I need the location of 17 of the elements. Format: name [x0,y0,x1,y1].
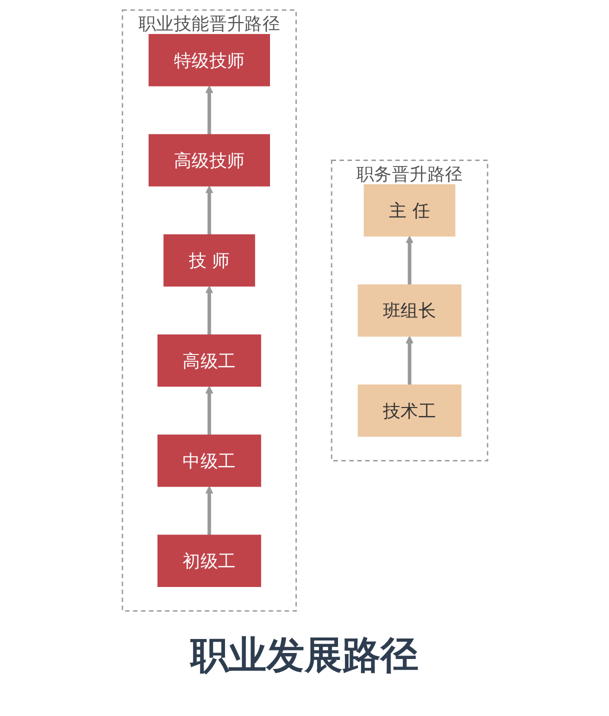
arrow [204,486,213,535]
node-box: 班组长 [357,284,461,336]
node-box: 高级工 [156,334,261,386]
node-box: 技 师 [163,234,255,286]
node-box: 高级技师 [148,134,270,186]
arrow [204,85,213,134]
arrow [405,235,413,284]
node-box: 特级技师 [148,34,270,86]
arrow [405,335,413,384]
arrow [204,185,213,234]
arrow [204,385,213,434]
node-box: 中级工 [156,434,261,486]
arrow [204,285,213,334]
node-box: 主 任 [363,184,455,236]
node-box: 初级工 [156,534,261,586]
diagram-title: 职业发展路径 [188,632,420,679]
node-box: 技术工 [357,384,461,436]
